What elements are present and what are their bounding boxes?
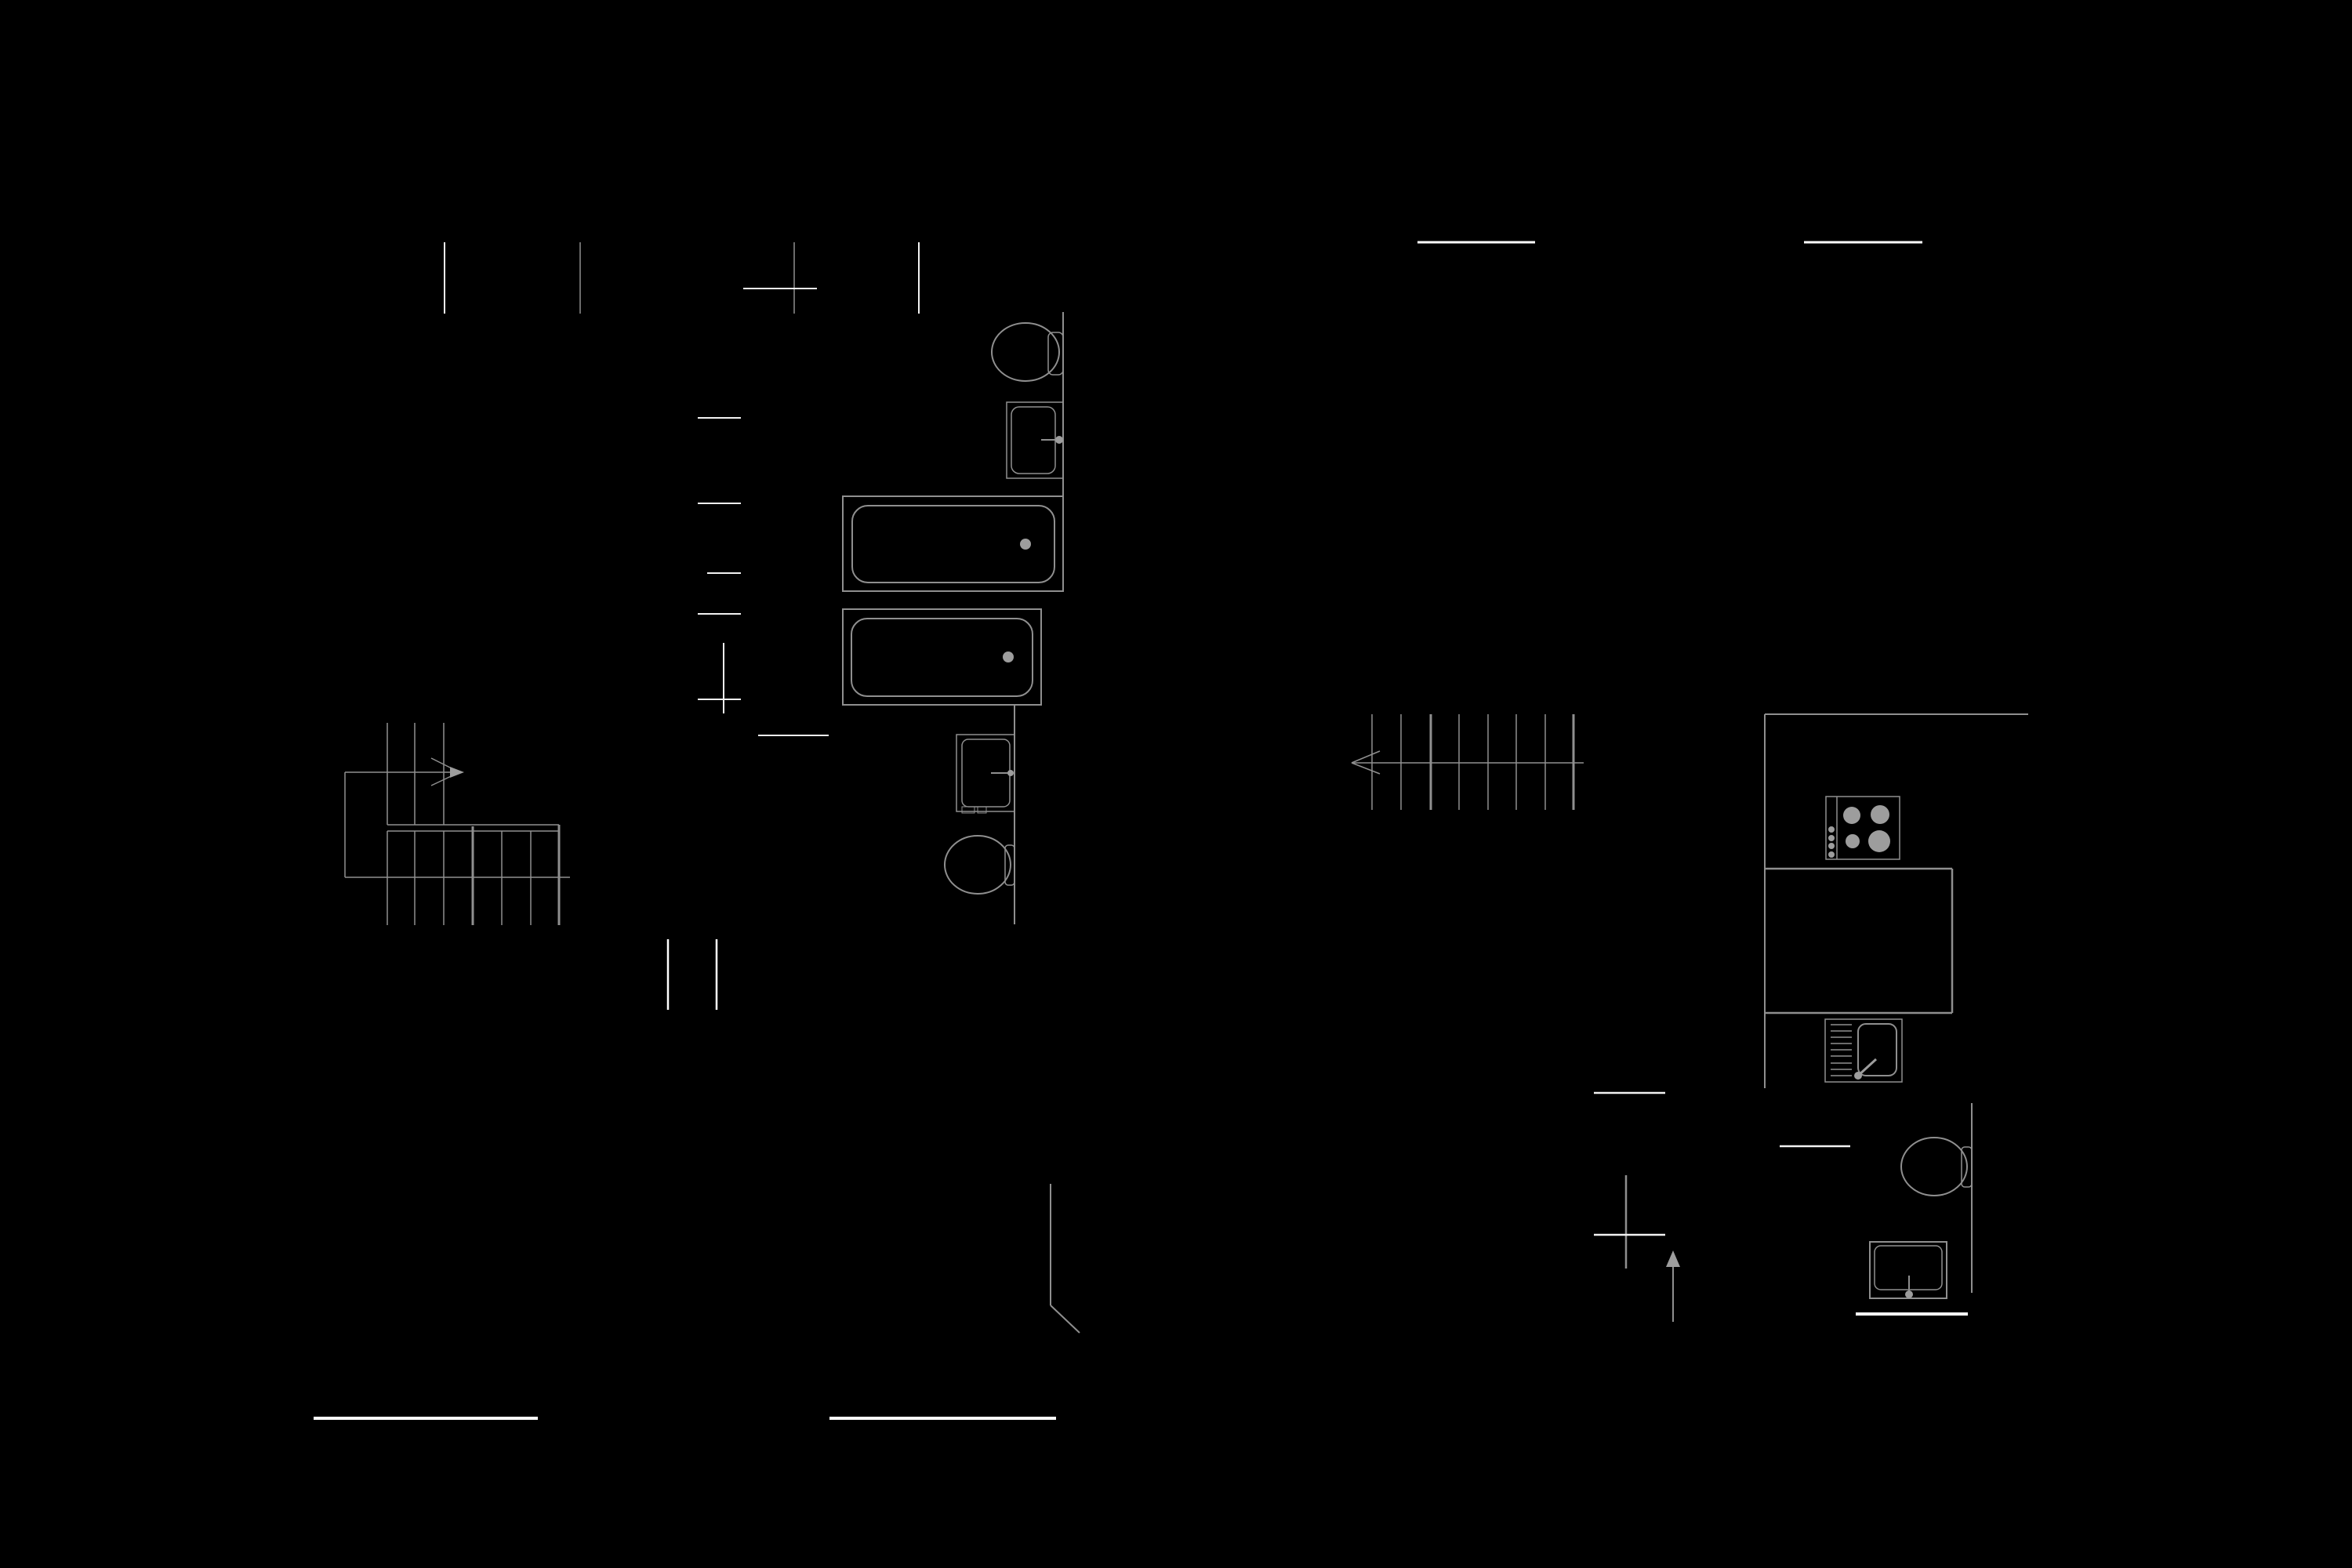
stair-left-arrow-head — [450, 767, 464, 778]
shower-tray-outer — [956, 734, 1015, 812]
hob-knob-3 — [1828, 843, 1835, 849]
sink-tap-lever — [1857, 1058, 1878, 1077]
washbasin-2-tap-dot — [1905, 1290, 1913, 1298]
hob-knob-1 — [1828, 826, 1835, 833]
stair-right-arrow-arm-lower — [1351, 762, 1381, 775]
hob-knob-2 — [1828, 835, 1835, 841]
washbasin-1-tap-dot — [1055, 436, 1063, 444]
bathtub-1-rim — [842, 495, 1064, 592]
toilet-1-bowl — [991, 322, 1060, 382]
sink-unit-outline — [1824, 1018, 1903, 1083]
sink-bowl — [1857, 1023, 1897, 1076]
hob-outline — [1825, 796, 1900, 860]
shower-tab-1 — [961, 806, 975, 814]
toilet-2-bowl — [944, 835, 1011, 895]
shower-tab-2 — [977, 806, 987, 814]
bathtub-1-tub — [851, 505, 1055, 583]
toilet-3-bowl — [1900, 1137, 1968, 1196]
bathtub-2-drain — [1003, 652, 1014, 662]
hob-burner-bottom-right — [1868, 830, 1890, 852]
toilet-3-cistern — [1961, 1146, 1973, 1188]
hob-burner-bottom-left — [1846, 834, 1860, 848]
shower-tap-dot — [1007, 770, 1014, 776]
washbasin-2-outer — [1869, 1241, 1947, 1299]
hob-burner-top-right — [1871, 805, 1889, 824]
north-arrow-head — [1666, 1250, 1680, 1267]
stair-right-arrow-arm-upper — [1351, 750, 1381, 764]
hob-knob-4 — [1828, 851, 1835, 858]
washbasin-1-outer — [1006, 401, 1064, 479]
hob-burner-top-left — [1843, 807, 1860, 824]
bathtub-2-tub — [851, 618, 1033, 697]
wall-angled-diagonal — [1050, 1305, 1080, 1334]
toilet-2-cistern — [1004, 844, 1015, 886]
bathtub-1-drain — [1020, 539, 1031, 550]
toilet-1-cistern — [1047, 332, 1064, 376]
bathtub-2-rim — [842, 608, 1042, 706]
